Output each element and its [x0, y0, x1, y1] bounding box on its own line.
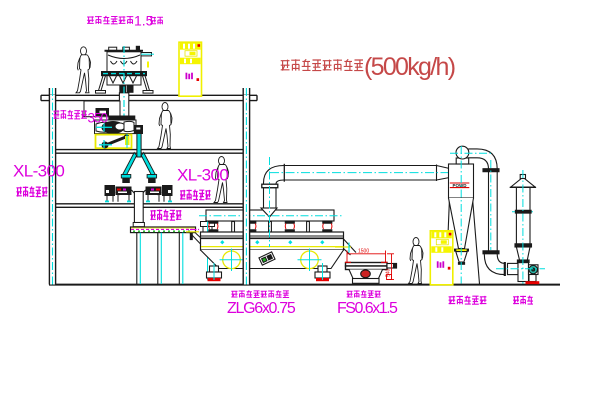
svg-text:(500kg/h): (500kg/h): [364, 53, 455, 81]
svg-text:350: 350: [88, 111, 108, 126]
svg-text:ZLG6x0.75: ZLG6x0.75: [227, 300, 296, 317]
svg-text:FS0.6x1.5: FS0.6x1.5: [337, 300, 398, 317]
svg-text:540: 540: [386, 268, 392, 277]
svg-text:XL-300: XL-300: [13, 162, 64, 181]
svg-text:XL-300: XL-300: [177, 166, 228, 185]
svg-text:1.5: 1.5: [134, 13, 154, 29]
svg-text:1500: 1500: [358, 248, 369, 254]
svg-text:POWD: POWD: [453, 183, 468, 188]
